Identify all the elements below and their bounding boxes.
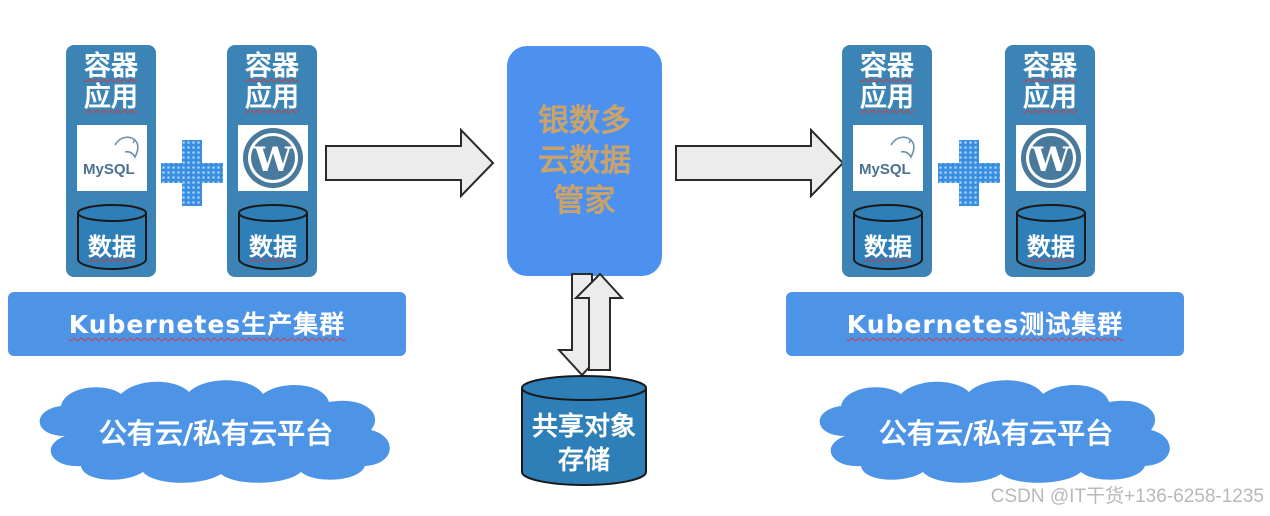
data-cylinder: 数据 (237, 203, 309, 271)
plus-icon (161, 140, 223, 210)
data-label: 数据 (1027, 233, 1075, 261)
test-cluster-bar: Kubernetes测试集群 (786, 292, 1184, 356)
production-cloud: 公有云/私有云平台 (25, 376, 407, 486)
container-app-label: 容器 应用 (84, 51, 138, 113)
plus-icon (938, 140, 1000, 210)
production-cluster-bar: Kubernetes生产集群 (8, 292, 406, 356)
test-cluster-label: Kubernetes测试集群 (846, 310, 1124, 339)
mysql-logo-text: MySQL (83, 161, 135, 178)
data-label: 数据 (88, 233, 136, 261)
test-cloud: 公有云/私有云平台 (805, 376, 1187, 486)
arrow-right-icon (675, 127, 845, 202)
mysql-logo-text: MySQL (859, 161, 911, 178)
production-platform-label: 公有云/私有云平台 (98, 417, 334, 450)
data-manager-label: 银数多云数据管家 (538, 103, 631, 219)
container-app-label: 容器 应用 (1023, 51, 1077, 113)
container-card-wordpress-prod: 容器 应用 W 数据 (227, 45, 317, 277)
shared-object-storage: 共享对象存储 (520, 374, 648, 488)
container-app-label: 容器 应用 (245, 51, 299, 113)
wordpress-logo-text: W (1031, 140, 1071, 180)
production-cluster-label: Kubernetes生产集群 (68, 310, 346, 339)
data-manager-box: 银数多云数据管家 (507, 46, 662, 276)
shared-storage-label: 共享对象存储 (531, 412, 636, 476)
mysql-logo: MySQL (853, 125, 923, 191)
data-cylinder: 数据 (1015, 203, 1087, 271)
container-card-wordpress-test: 容器 应用 W 数据 (1005, 45, 1095, 277)
container-app-label: 容器 应用 (860, 51, 914, 113)
container-card-mysql-test: 容器 应用 MySQL 数据 (842, 45, 932, 277)
data-label: 数据 (249, 233, 297, 261)
wordpress-logo: W (238, 125, 308, 191)
watermark: CSDN @IT干货+136-6258-1235 (990, 486, 1264, 507)
test-platform-label: 公有云/私有云平台 (878, 417, 1114, 450)
data-cylinder: 数据 (76, 203, 148, 271)
arrow-right-icon (325, 127, 495, 202)
arrow-up-down-icon (556, 272, 625, 382)
mysql-logo: MySQL (77, 125, 147, 191)
container-card-mysql-prod: 容器 应用 MySQL 数据 (66, 45, 156, 277)
data-label: 数据 (864, 233, 912, 261)
wordpress-logo-text: W (253, 140, 293, 180)
data-cylinder: 数据 (852, 203, 924, 271)
wordpress-logo: W (1016, 125, 1086, 191)
